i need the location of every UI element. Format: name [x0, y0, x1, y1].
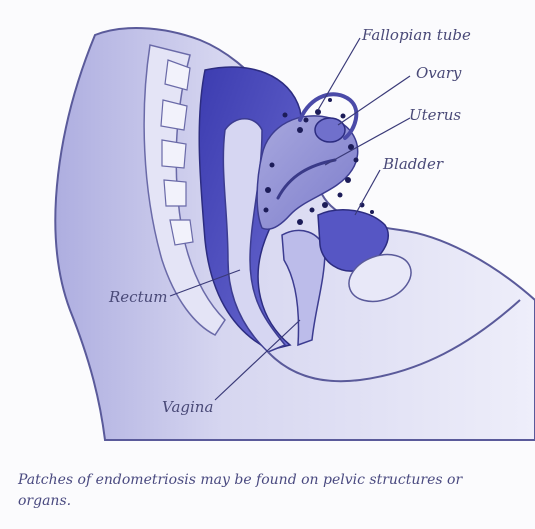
ovary [315, 118, 345, 142]
label-vagina: Vagina [162, 400, 213, 415]
label-bladder: Bladder [383, 157, 443, 172]
leader-bladder [355, 170, 380, 215]
label-fallopian-tube: Fallopian tube [362, 28, 471, 43]
label-rectum: Rectum [109, 290, 167, 305]
label-ovary: Ovary [416, 66, 461, 81]
label-uterus: Uterus [409, 108, 461, 123]
figure-caption: Patches of endometriosis may be found on… [18, 470, 518, 512]
leader-fallopian-tube [318, 38, 360, 110]
